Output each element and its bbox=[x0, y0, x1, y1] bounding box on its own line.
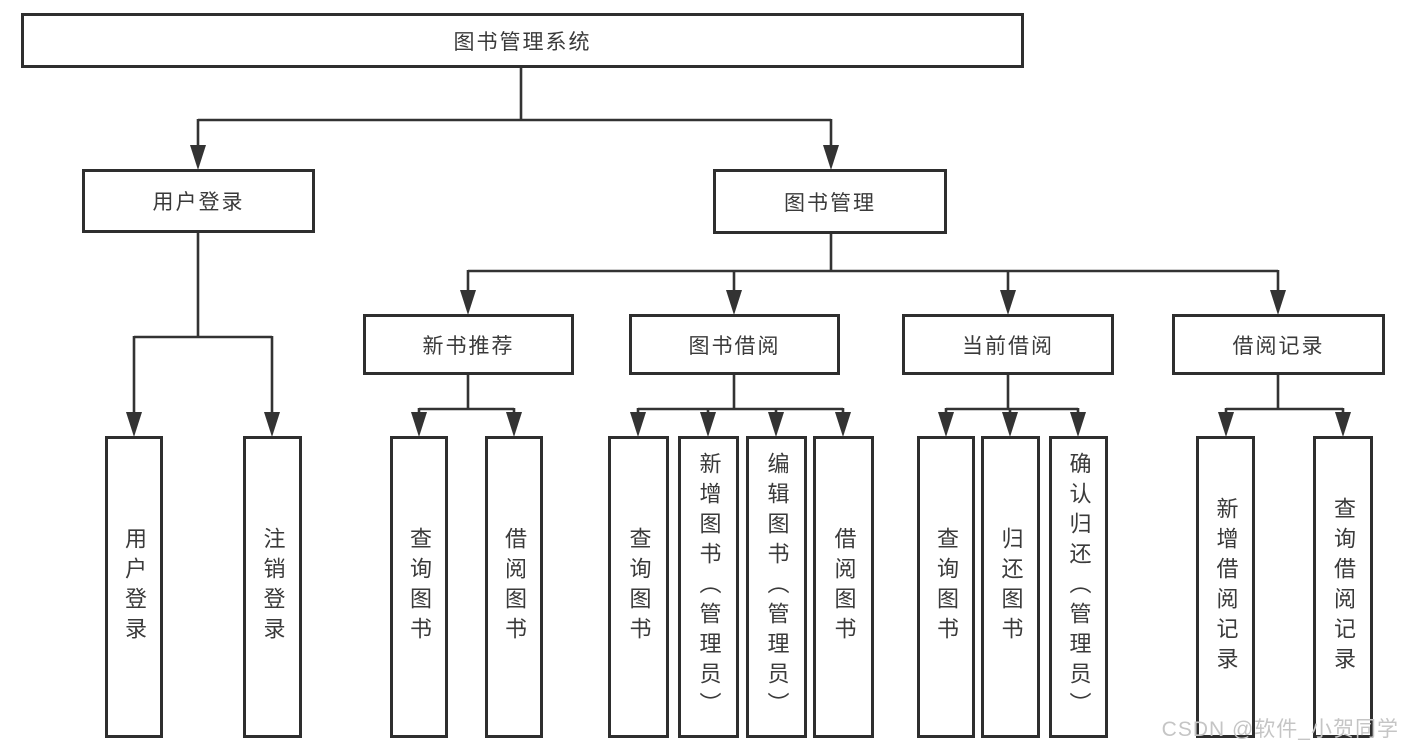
arrow-down-icon bbox=[1218, 412, 1234, 437]
leaf-confirm-return-admin: 确认归还（管理员） bbox=[1049, 436, 1108, 738]
arrow-down-icon bbox=[190, 145, 206, 170]
arrow-down-icon bbox=[1070, 412, 1086, 437]
node-library-management-system: 图书管理系统 bbox=[21, 13, 1024, 68]
arrow-down-icon bbox=[823, 145, 839, 170]
arrow-down-icon bbox=[126, 412, 142, 437]
arrow-down-icon bbox=[726, 290, 742, 315]
arrow-down-icon bbox=[460, 290, 476, 315]
arrow-down-icon bbox=[630, 412, 646, 437]
leaf-return-books: 归还图书 bbox=[981, 436, 1040, 738]
csdn-watermark: CSDN @软件_小贺同学 bbox=[1161, 718, 1399, 741]
leaf-logout: 注销登录 bbox=[243, 436, 302, 738]
leaf-add-books-admin: 新增图书（管理员） bbox=[678, 436, 739, 738]
arrow-down-icon bbox=[700, 412, 716, 437]
leaf-user-login: 用户登录 bbox=[105, 436, 163, 738]
leaf-query-books-borrowing: 查询图书 bbox=[608, 436, 669, 738]
node-user-login: 用户登录 bbox=[82, 169, 315, 233]
arrow-down-icon bbox=[835, 412, 851, 437]
node-book-borrowing: 图书借阅 bbox=[629, 314, 840, 375]
arrow-down-icon bbox=[411, 412, 427, 437]
leaf-query-books-current: 查询图书 bbox=[917, 436, 975, 738]
arrow-down-icon bbox=[1335, 412, 1351, 437]
arrow-down-icon bbox=[506, 412, 522, 437]
leaf-edit-books-admin: 编辑图书（管理员） bbox=[746, 436, 807, 738]
arrow-down-icon bbox=[1270, 290, 1286, 315]
node-borrowing-records: 借阅记录 bbox=[1172, 314, 1385, 375]
node-new-book-recommendation: 新书推荐 bbox=[363, 314, 574, 375]
leaf-query-books-recommend: 查询图书 bbox=[390, 436, 448, 738]
arrow-down-icon bbox=[938, 412, 954, 437]
arrow-down-icon bbox=[768, 412, 784, 437]
node-current-borrowing: 当前借阅 bbox=[902, 314, 1114, 375]
arrow-down-icon bbox=[264, 412, 280, 437]
leaf-borrow-books-recommend: 借阅图书 bbox=[485, 436, 543, 738]
leaf-add-borrow-record: 新增借阅记录 bbox=[1196, 436, 1255, 738]
arrow-down-icons bbox=[126, 145, 1351, 437]
arrow-down-icon bbox=[1000, 290, 1016, 315]
arrow-down-icon bbox=[1002, 412, 1018, 437]
node-book-management: 图书管理 bbox=[713, 169, 947, 234]
leaf-query-borrow-record: 查询借阅记录 bbox=[1313, 436, 1373, 738]
leaf-borrow-books: 借阅图书 bbox=[813, 436, 874, 738]
